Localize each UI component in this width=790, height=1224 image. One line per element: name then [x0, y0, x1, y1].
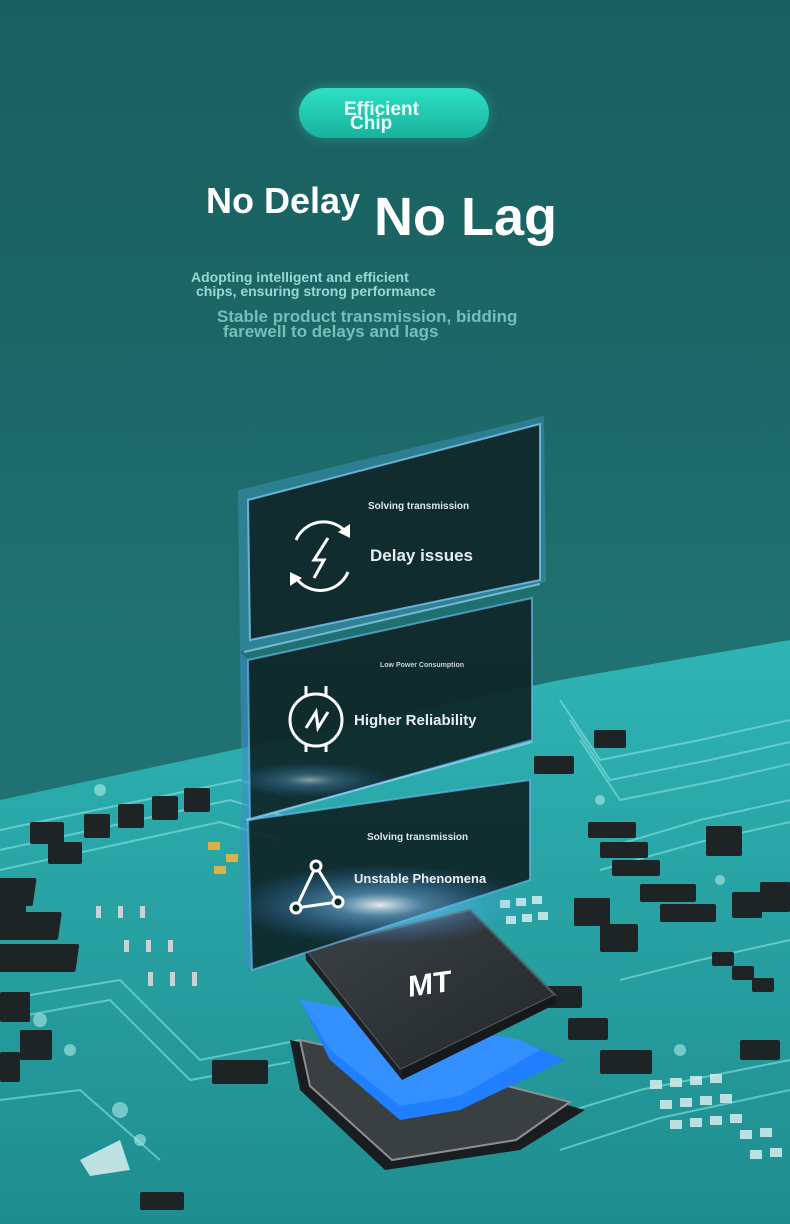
- headline-no-delay: No Delay: [206, 180, 361, 221]
- power-plug-icon: [288, 686, 344, 752]
- board-shine: [80, 1140, 130, 1176]
- efficient-chip-badge: Efficient Chip: [299, 88, 489, 138]
- description-line-1: Adopting intelligent and efficient: [191, 269, 409, 285]
- lightning-cycle-icon: [290, 520, 350, 592]
- description-line-2: chips, ensuring strong performance: [196, 283, 436, 299]
- smd-components: [0, 730, 790, 1210]
- panel-1-label: Delay issues: [370, 546, 474, 565]
- panel-2-caption: Low Power Consumption: [380, 662, 464, 669]
- panel-1-caption: Solving transmission: [368, 501, 470, 512]
- panel-2-label: Higher Reliability: [354, 712, 477, 729]
- chip-label: MT: [408, 964, 452, 1005]
- headline-no-lag: No Lag: [374, 187, 557, 247]
- badge-line-1: Efficient: [344, 99, 419, 120]
- pcb-vias: [33, 784, 725, 1146]
- chip-glow: [230, 865, 530, 945]
- description-line-3: Stable product transmission, bidding: [217, 307, 518, 326]
- mt-chip: [290, 908, 585, 1170]
- triangle-network-icon: [289, 859, 345, 915]
- smd-pins: [96, 842, 238, 986]
- panel-3-caption: Solving transmission: [367, 832, 469, 843]
- badge-line-2: Chip: [350, 113, 393, 134]
- panel-3-label: Unstable Phenomena: [354, 871, 487, 886]
- glass-panel-1: [238, 416, 546, 652]
- description-line-4: farewell to delays and lags: [223, 322, 439, 341]
